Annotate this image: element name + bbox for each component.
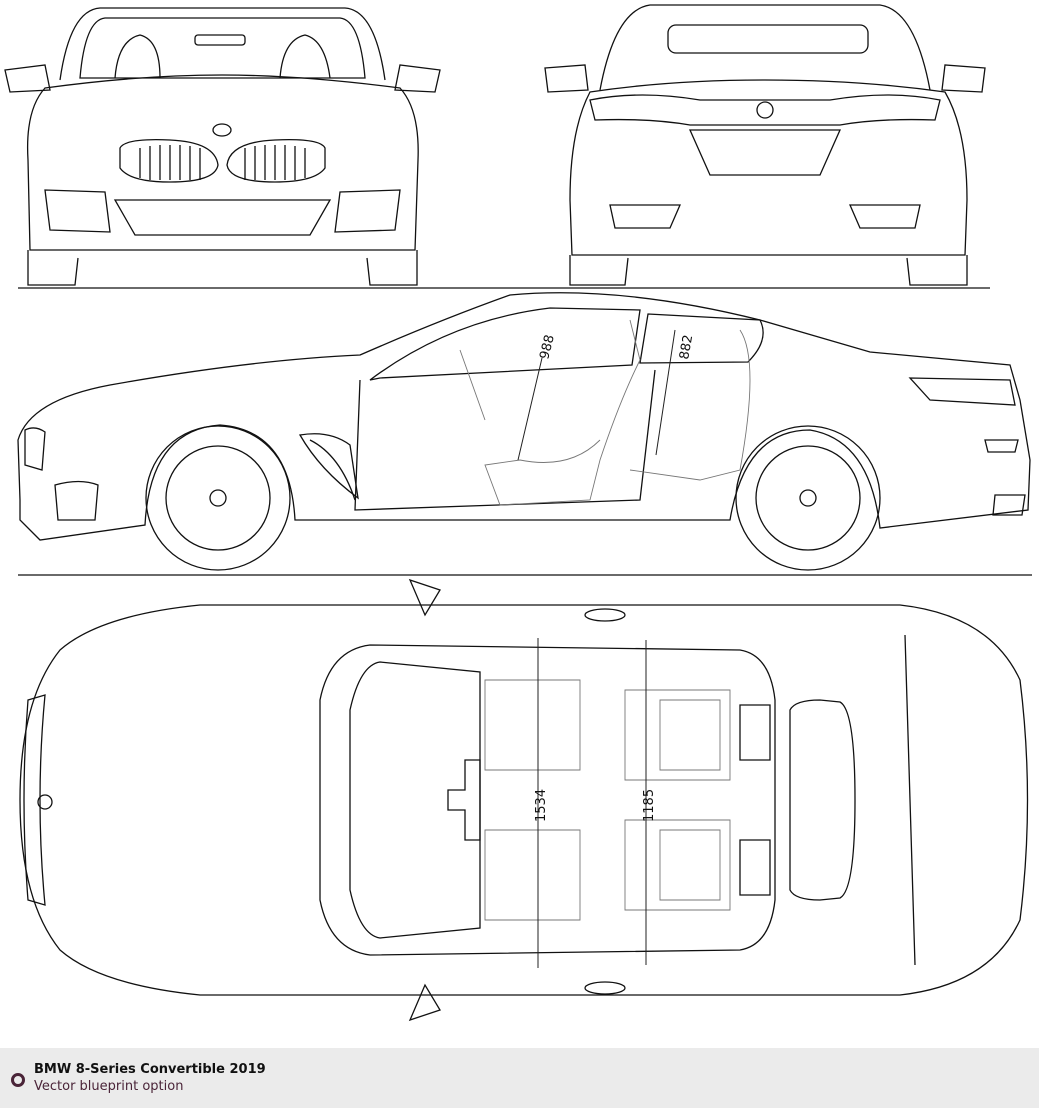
dimension-1185: 1185 [642,789,657,822]
front-view [4,7,441,286]
side-view: 988 882 [17,292,1031,571]
dimension-line-988 [517,357,543,461]
caption-footer: BMW 8-Series Convertible 2019 Vector blu… [0,1048,1039,1108]
rear-view [544,4,986,286]
car-blueprint: 988 882 1534 1185 [4,4,1032,1022]
circle-bullet-icon [11,1073,25,1087]
top-view: 1534 1185 [19,578,1029,1022]
dimension-line-882 [655,329,676,456]
dimension-882: 882 [677,334,696,361]
dimension-1534: 1534 [534,789,549,822]
dimension-988: 988 [537,333,558,361]
caption-title: BMW 8-Series Convertible 2019 [34,1062,266,1077]
front-grille-bars [139,145,306,180]
caption-subtitle: Vector blueprint option [34,1079,184,1094]
